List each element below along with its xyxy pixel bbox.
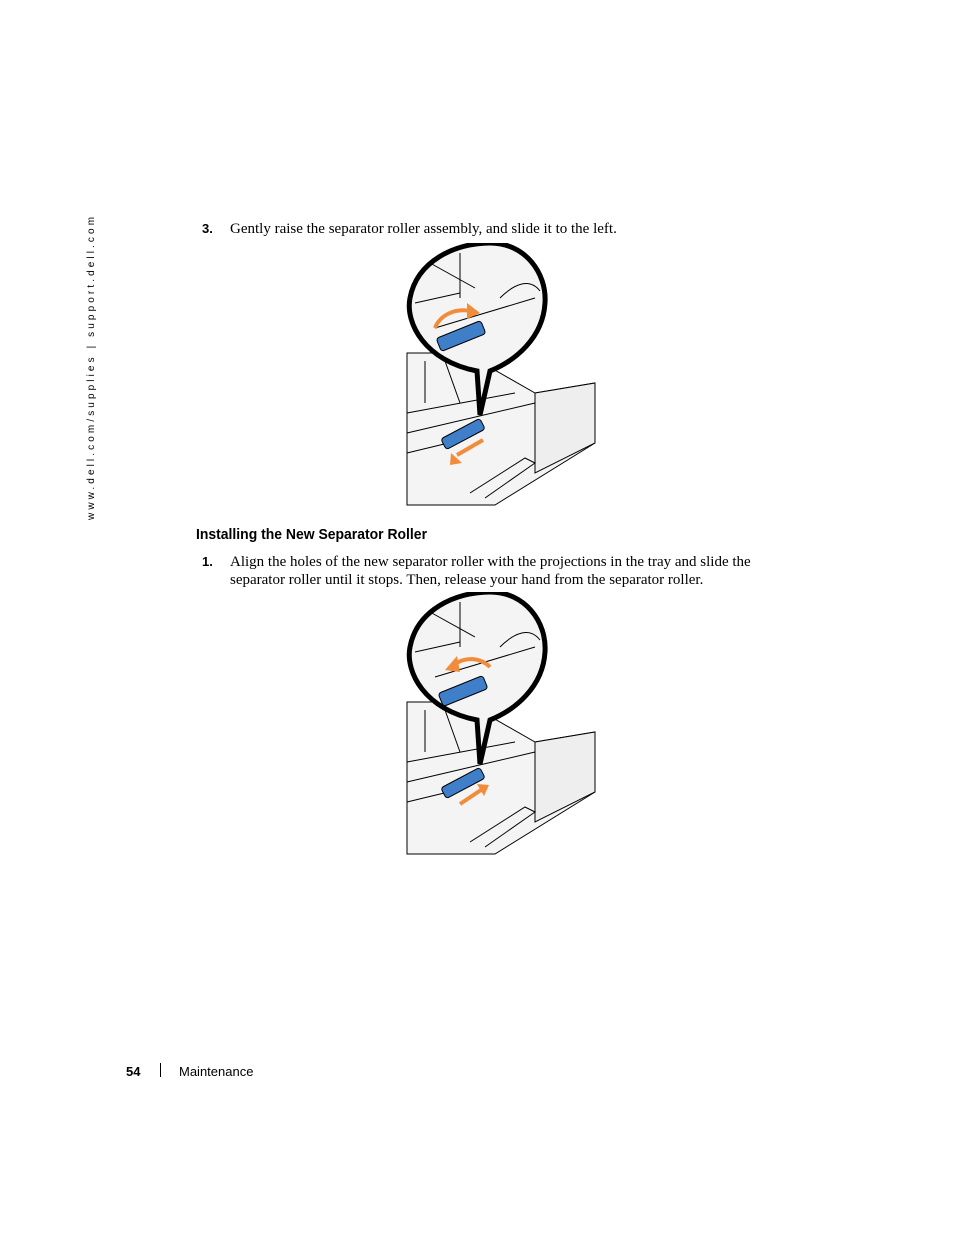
page-number: 54 [126, 1064, 141, 1079]
arrow-icon [433, 303, 484, 465]
step-text: Gently raise the separator roller assemb… [230, 221, 617, 237]
tray-illustration [406, 701, 596, 855]
separator-roller [436, 320, 486, 450]
step-number: 1. [202, 554, 213, 569]
step-3: 3. Gently raise the separator roller ass… [202, 220, 802, 238]
figure-raise-roller [406, 243, 596, 506]
footer-section-name: Maintenance [179, 1064, 254, 1079]
sidebar-url: www.dell.com/supplies | support.dell.com [86, 213, 97, 520]
step-text-line-1: Align the holes of the new separator rol… [230, 554, 751, 570]
step-text-line-2: separator roller until it stops. Then, r… [230, 572, 704, 588]
step-number: 3. [202, 221, 213, 236]
arrow-icon [445, 656, 492, 806]
step-1: 1. Align the holes of the new separator … [202, 553, 802, 589]
figure-install-roller [406, 592, 596, 855]
section-heading: Installing the New Separator Roller [196, 526, 428, 543]
separator-roller [438, 675, 488, 799]
footer-divider [160, 1063, 161, 1077]
tray-illustration [406, 352, 596, 506]
